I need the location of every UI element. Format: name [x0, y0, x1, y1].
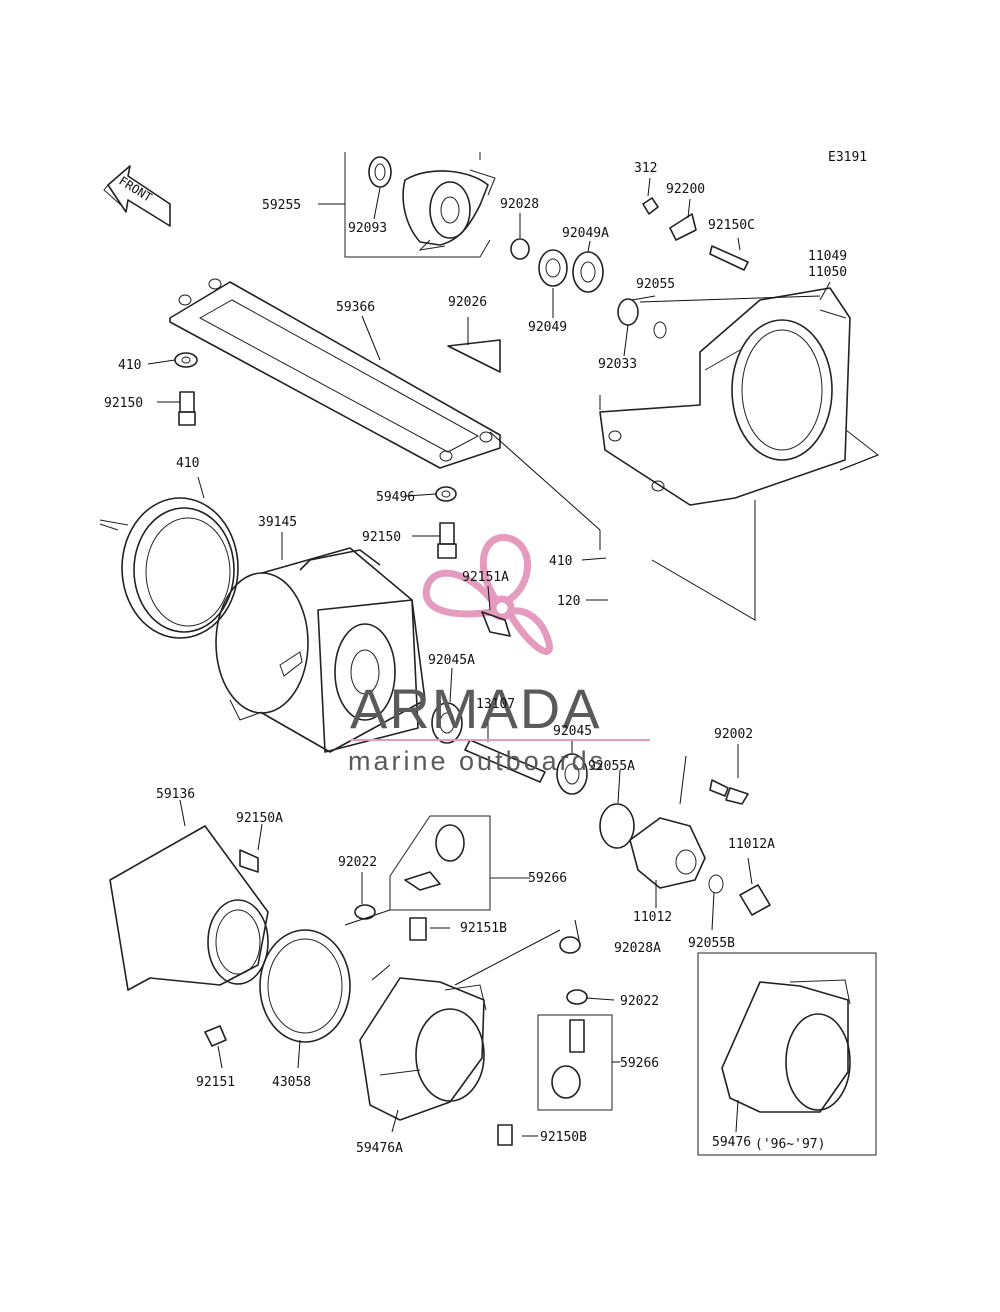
callout-92150B: 92150B	[540, 1130, 587, 1145]
watermark-title: ARMADA	[350, 677, 602, 740]
watermark-propeller-logo	[422, 534, 553, 655]
diagram-reference-code: E3191	[828, 150, 867, 165]
callout-92033: 92033	[598, 357, 637, 372]
callout-92200: 92200	[666, 182, 705, 197]
callout-92150C: 92150C	[708, 218, 755, 233]
callout-92150: 92150	[362, 530, 401, 545]
callout-59266: 59266	[528, 871, 567, 886]
left-fasteners	[174, 352, 457, 559]
front-arrow-icon	[103, 165, 171, 227]
callout-59366: 59366	[336, 300, 375, 315]
drive-shaft	[431, 611, 635, 849]
ride-plate	[169, 278, 501, 469]
seal-ring	[99, 497, 239, 639]
callout-59266: 59266	[620, 1056, 659, 1071]
callout-59496: 59496	[376, 490, 415, 505]
callout-92028: 92028	[500, 197, 539, 212]
pump-cover-housing	[599, 287, 879, 506]
nozzle-ring	[204, 929, 351, 1047]
callout-410: 410	[118, 358, 141, 373]
callout-92028A: 92028A	[614, 941, 661, 956]
callout-92151A: 92151A	[462, 570, 509, 585]
callout-120: 120	[557, 594, 580, 609]
reverse-bucket	[359, 936, 588, 1146]
shim-plate	[447, 339, 501, 373]
callout-92022: 92022	[338, 855, 377, 870]
callout-39145: 39145	[258, 515, 297, 530]
callout-92093: 92093	[348, 221, 387, 236]
watermark-subtitle: marine outboards	[348, 746, 606, 776]
bearing-bushing-parts	[510, 197, 749, 339]
callout-410: 410	[549, 554, 572, 569]
pump-case	[215, 547, 426, 753]
callout-410: 410	[176, 456, 199, 471]
callout-312: 312	[634, 161, 657, 176]
callout-92055B: 92055B	[688, 936, 735, 951]
steering-nozzle	[109, 825, 269, 991]
callout-43058: 43058	[272, 1075, 311, 1090]
callout-92150A: 92150A	[236, 811, 283, 826]
callout-92150: 92150	[104, 396, 143, 411]
callout-92055: 92055	[636, 277, 675, 292]
callout-11012A: 11012A	[728, 837, 775, 852]
leader-lines	[147, 177, 879, 1137]
impeller-assembly	[344, 152, 496, 258]
part-number-labels: E3191 FRONT ('96~'97)	[116, 150, 867, 1152]
callout-92151: 92151	[196, 1075, 235, 1090]
callout-layer: 59255 92093 92028 312 92200 92150C 92049A 11049…	[104, 161, 847, 1156]
callout-92026: 92026	[448, 295, 487, 310]
callout-11049: 11049	[808, 249, 847, 264]
callout-92022: 92022	[620, 994, 659, 1009]
detail-box-59476	[697, 952, 877, 1156]
callout-13107: 13107	[476, 697, 515, 712]
bearing-cap	[629, 779, 771, 916]
callout-92045: 92045	[553, 724, 592, 739]
callout-59476: 59476	[712, 1135, 751, 1150]
callout-11012: 11012	[633, 910, 672, 925]
callout-92049A: 92049A	[562, 226, 609, 241]
link-box-lower	[537, 1014, 613, 1111]
date-note: ('96~'97)	[755, 1137, 825, 1152]
link-box-upper	[354, 815, 530, 941]
callout-11050: 11050	[808, 265, 847, 280]
callout-59136: 59136	[156, 787, 195, 802]
callout-92151B: 92151B	[460, 921, 507, 936]
callout-92002: 92002	[714, 727, 753, 742]
callout-92049: 92049	[528, 320, 567, 335]
callout-92045A: 92045A	[428, 653, 475, 668]
callout-59255: 59255	[262, 198, 301, 213]
front-label: FRONT	[116, 174, 154, 205]
callout-59476A: 59476A	[356, 1141, 403, 1156]
callout-92055A: 92055A	[588, 759, 635, 774]
